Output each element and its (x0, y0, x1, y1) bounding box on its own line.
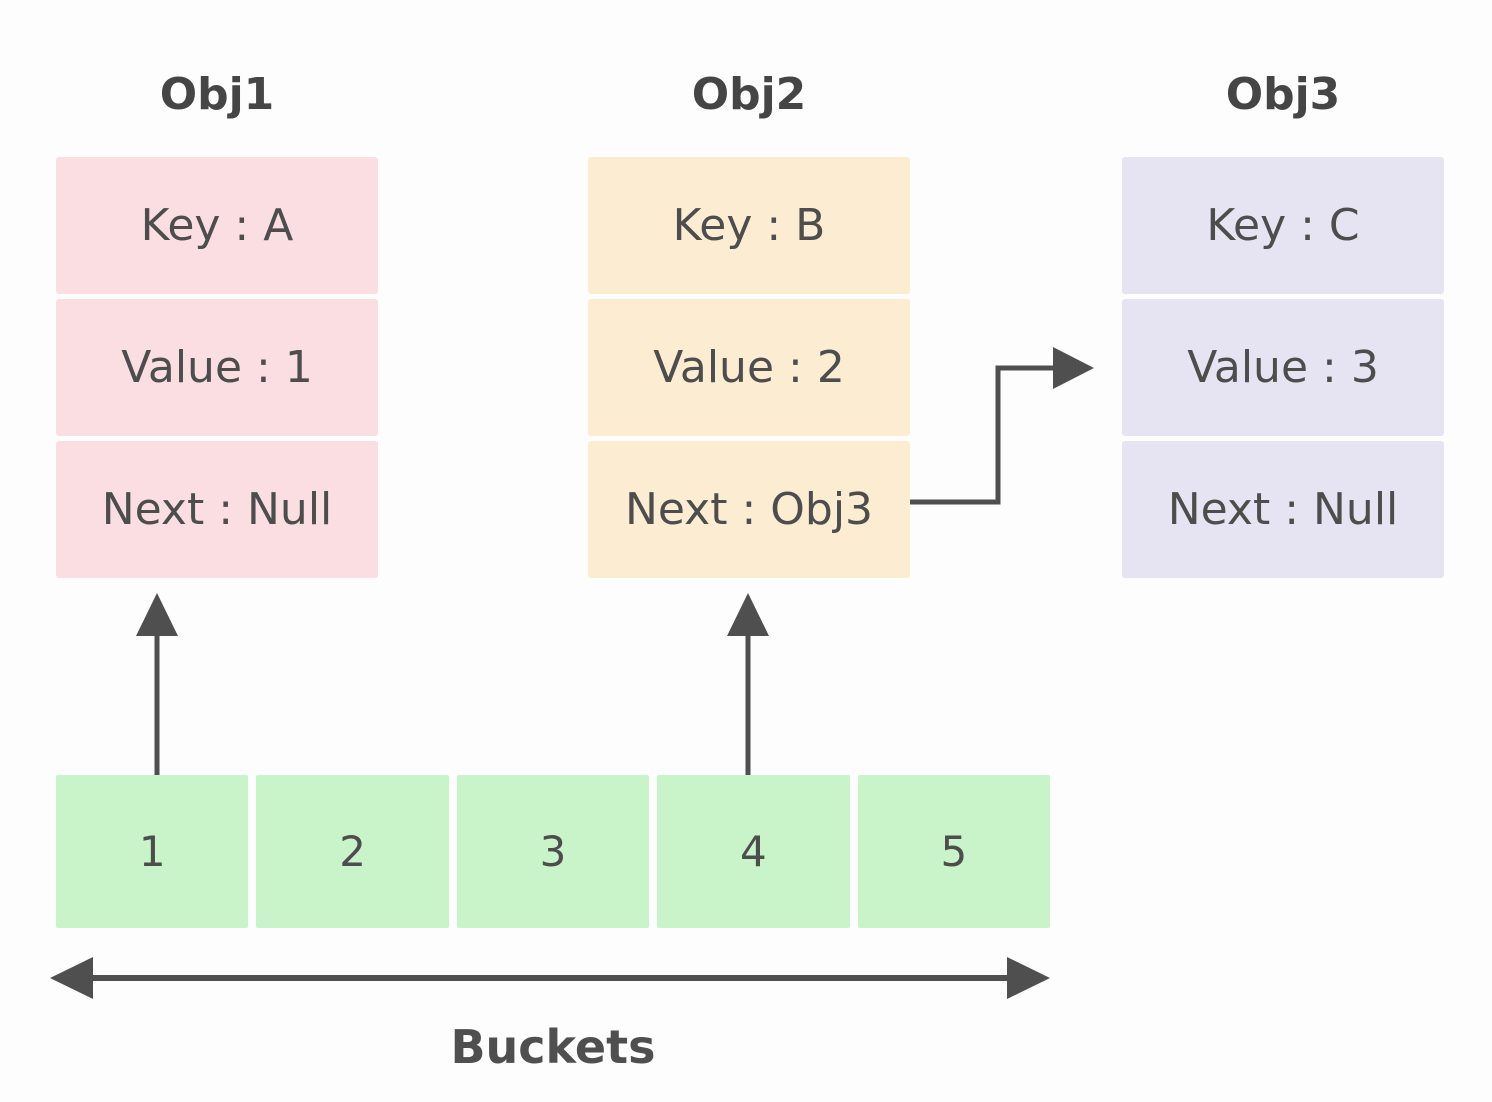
obj2-key-cell: Key : B (588, 157, 910, 294)
obj2-next-cell: Next : Obj3 (588, 441, 910, 578)
bucket-cell-5: 5 (857, 775, 1051, 928)
obj2-title: Obj2 (691, 69, 807, 120)
double-arrow-icon (50, 957, 1050, 999)
buckets-label: Buckets (450, 1020, 656, 1074)
bucket-cell-2: 2 (256, 775, 449, 928)
up-arrow-icon (727, 593, 769, 777)
buckets-array: 1 2 3 4 5 (56, 775, 1051, 928)
obj1-value-cell: Value : 1 (56, 299, 378, 436)
bucket-cell-3: 3 (456, 775, 650, 928)
elbow-arrow-icon (910, 347, 1094, 505)
obj1-key-cell: Key : A (56, 157, 378, 294)
obj1-title: Obj1 (159, 69, 275, 120)
obj1-next-cell: Next : Null (56, 441, 378, 578)
up-arrow-icon (136, 593, 178, 777)
obj2-value-cell: Value : 2 (588, 299, 910, 436)
obj3-value-cell: Value : 3 (1122, 299, 1444, 436)
bucket-cell-1: 1 (56, 775, 249, 928)
obj3-key-cell: Key : C (1122, 157, 1444, 294)
bucket-cell-4: 4 (657, 775, 850, 928)
obj3-title: Obj3 (1225, 69, 1341, 120)
obj3-next-cell: Next : Null (1122, 441, 1444, 578)
